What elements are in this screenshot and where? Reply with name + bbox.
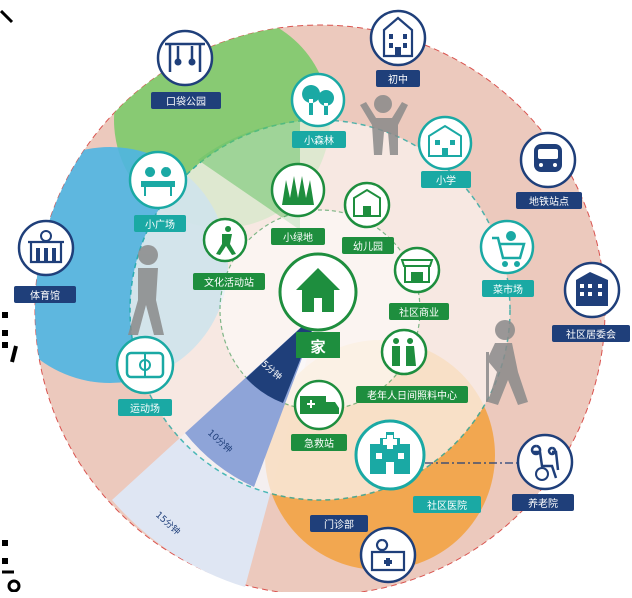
- metro-station-node[interactable]: 地铁站点: [516, 131, 582, 209]
- grass-icon: [282, 176, 314, 205]
- edge-fragment-left-bottom: [0, 540, 22, 593]
- elderly-walker-icon: [486, 320, 528, 405]
- elderly-couple-icon: [392, 338, 416, 366]
- metro-station-label: 地铁站点: [529, 195, 569, 208]
- nursing-home-node[interactable]: 养老院: [512, 433, 574, 511]
- home-label: 家: [310, 338, 325, 356]
- elderly-day-care-node[interactable]: 老年人日间照料中心: [356, 328, 468, 403]
- small-square-node[interactable]: 小广场: [128, 150, 188, 232]
- wheelchair-icon: [530, 444, 560, 479]
- small-forest-node[interactable]: 小森林: [290, 72, 346, 148]
- school-icon: [428, 124, 462, 157]
- neighborhood-committee-node[interactable]: 社区居委会: [552, 261, 630, 342]
- tree-icon: [302, 85, 335, 115]
- kindergarten-node[interactable]: 幼儿园: [342, 181, 394, 254]
- sports-field-label: 运动场: [130, 402, 160, 415]
- edge-fragment-top-left: [0, 0, 14, 24]
- pocket-park-label: 口袋公园: [166, 95, 206, 108]
- dancer-icon: [216, 226, 236, 255]
- first-aid-node[interactable]: 急救站: [291, 379, 347, 451]
- hospital-icon: [370, 444, 410, 474]
- kindergarten-label: 幼儿园: [353, 240, 383, 253]
- community-hospital-node[interactable]: 社区医院: [354, 419, 481, 513]
- culture-station-label: 文化活动站: [204, 276, 254, 289]
- people-bench-icon: [141, 167, 175, 196]
- nursing-home-label: 养老院: [528, 497, 558, 510]
- cheering-person-icon: [360, 95, 408, 155]
- middle-school-label: 初中: [388, 73, 408, 86]
- primary-school-node[interactable]: 小学: [417, 115, 473, 188]
- shopping-cart-icon: [492, 236, 526, 260]
- clinic-label: 门诊部: [324, 518, 354, 531]
- gym-node[interactable]: 体育馆: [14, 219, 76, 303]
- middle-school-node[interactable]: 初中: [369, 9, 427, 87]
- small-square-label: 小广场: [145, 218, 175, 231]
- neighborhood-committee-label: 社区居委会: [566, 328, 616, 341]
- school-building-icon: [353, 188, 381, 217]
- culture-station-node[interactable]: 文化活动站: [193, 217, 265, 290]
- first-aid-label: 急救站: [304, 437, 334, 450]
- reception-desk-icon: [370, 538, 406, 572]
- elderly-day-care-label: 老年人日间照料中心: [367, 389, 457, 402]
- primary-school-label: 小学: [436, 174, 456, 187]
- office-building-icon: [576, 272, 608, 306]
- swing-icon: [165, 42, 205, 72]
- small-forest-label: 小森林: [304, 134, 334, 147]
- sports-field-node[interactable]: 运动场: [115, 335, 175, 416]
- house-icon: [296, 268, 340, 312]
- school-tower-icon: [382, 16, 414, 58]
- gym-label: 体育馆: [30, 289, 60, 302]
- edge-fragment-left-middle: [0, 312, 24, 364]
- clinic-node[interactable]: 门诊部: [310, 515, 417, 584]
- small-green-node[interactable]: 小绿地: [270, 162, 326, 245]
- vegetable-market-label: 菜市场: [493, 283, 523, 296]
- ambulance-icon: [300, 396, 339, 414]
- community-commerce-node[interactable]: 社区商业: [389, 246, 449, 320]
- community-commerce-label: 社区商业: [399, 306, 439, 319]
- vegetable-market-node[interactable]: 菜市场: [479, 219, 535, 297]
- small-green-label: 小绿地: [283, 231, 313, 244]
- walking-person-icon: [128, 245, 164, 335]
- home-node[interactable]: 家: [278, 252, 358, 358]
- community-hospital-label: 社区医院: [427, 499, 467, 512]
- pocket-park-node[interactable]: 口袋公园: [151, 29, 221, 109]
